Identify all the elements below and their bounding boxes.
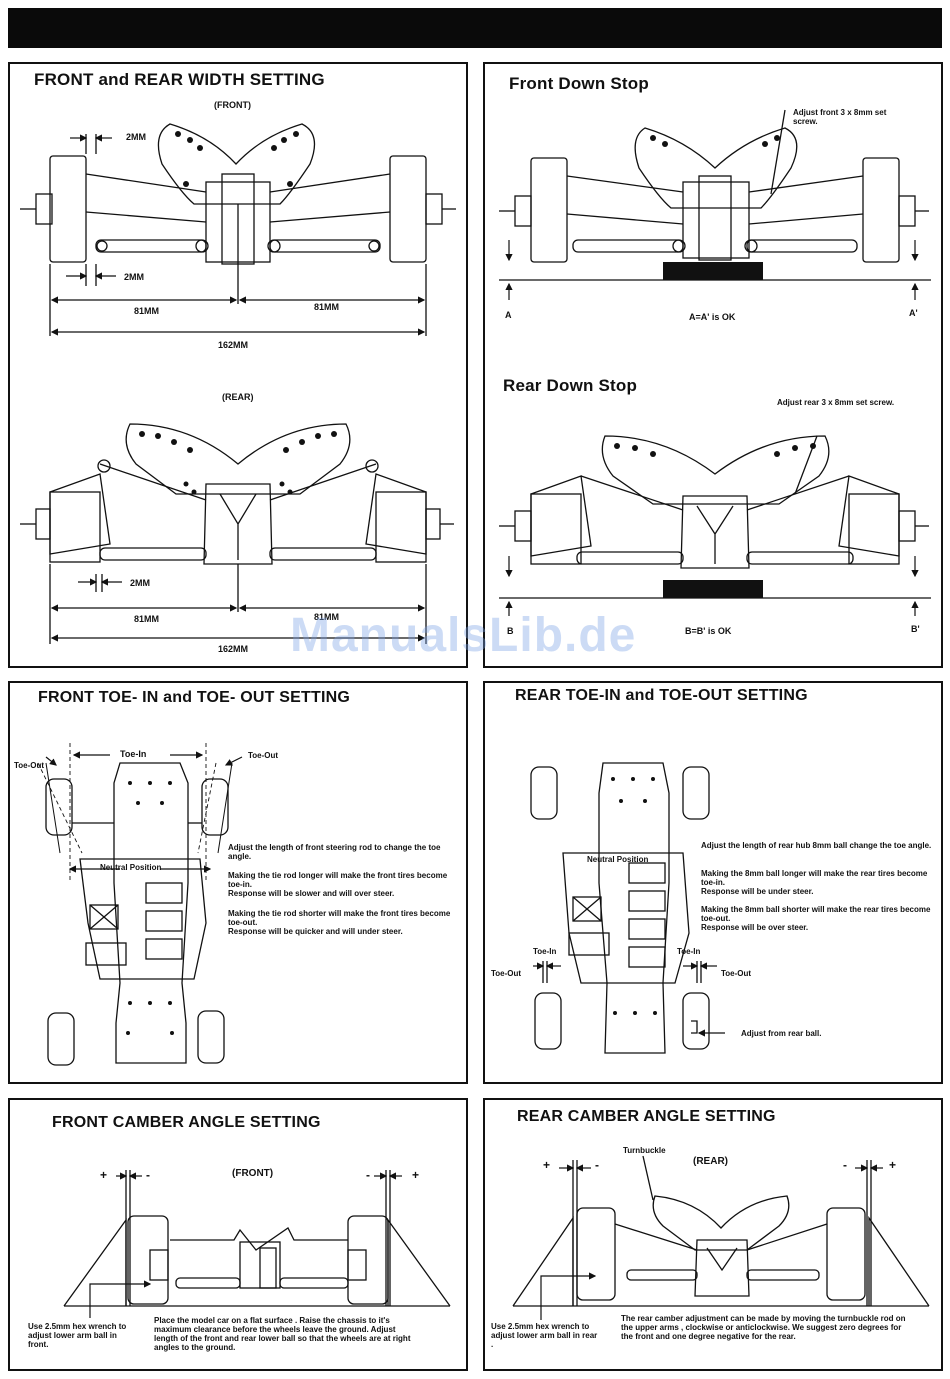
rear-dim-81-right: 81MM xyxy=(314,612,340,622)
rear-toe-out-right: Toe-Out xyxy=(721,969,752,978)
front-down-stop-title: Front Down Stop xyxy=(509,74,649,93)
rear-toe-in-left: Toe-In xyxy=(533,947,557,956)
minus-right: - xyxy=(366,1168,370,1182)
rear-toe-text-3: Response will be under steer. xyxy=(701,887,814,896)
rear-label: (REAR) xyxy=(222,392,254,402)
rear-camber-diagram xyxy=(512,1155,930,1320)
rear-toe-title: REAR TOE-IN and TOE-OUT SETTING xyxy=(515,687,808,704)
watermark: ManualsLib.de xyxy=(290,609,637,662)
dim-162: 162MM xyxy=(218,340,249,350)
toe-in: Toe-In xyxy=(120,749,147,759)
rear-down-stop-title: Rear Down Stop xyxy=(503,376,638,395)
front-label-camber: (FRONT) xyxy=(232,1168,274,1179)
header-bar xyxy=(8,8,942,48)
dim-81-right: 81MM xyxy=(314,302,340,312)
front-label: (FRONT) xyxy=(214,100,251,110)
dim-2mm-mid: 2MM xyxy=(124,272,144,282)
rear-label-camber: (REAR) xyxy=(693,1156,728,1167)
label-a-ok: A=A' is OK xyxy=(689,312,736,322)
rear-neutral-position: Neutral Position xyxy=(587,855,649,864)
front-camber-diagram xyxy=(63,1170,451,1318)
front-adjust-note: Adjust front 3 x 8mm set screw. xyxy=(793,108,887,126)
rear-toe-text-5: Response will be over steer. xyxy=(701,923,809,932)
label-a: A xyxy=(505,310,512,320)
panel-width-setting: FRONT and REAR WIDTH SETTING (FRONT) 2MM… xyxy=(8,62,468,668)
toe-out-right: Toe-Out xyxy=(248,751,279,760)
panel-down-stop: Front Down Stop Adjust front 3 x 8mm set… xyxy=(483,62,943,668)
label-a-prime: A' xyxy=(909,308,918,318)
rear-wrench-note: Use 2.5mm hex wrench to adjust lower arm… xyxy=(491,1322,598,1349)
front-camber-title: FRONT CAMBER ANGLE SETTING xyxy=(52,1114,321,1131)
panel-front-camber: FRONT CAMBER ANGLE SETTING (FRONT) + - -… xyxy=(8,1098,468,1371)
turnbuckle-label: Turnbuckle xyxy=(623,1146,666,1155)
front-camber-note: Place the model car on a flat surface . … xyxy=(154,1316,411,1352)
minus-left: - xyxy=(146,1168,150,1182)
toe-out-left: Toe-Out xyxy=(14,761,45,770)
plus-left: + xyxy=(100,1168,108,1182)
rear-dim-162: 162MM xyxy=(218,644,249,654)
rear-adjust-note: Adjust from rear ball. xyxy=(741,1029,822,1038)
label-b-prime: B' xyxy=(911,624,920,634)
front-toe-text-1: Adjust the length of front steering rod … xyxy=(228,843,441,861)
front-toe-text-3: Response will be slower and will over st… xyxy=(228,889,395,898)
dim-81-left: 81MM xyxy=(134,306,160,316)
label-b-ok: B=B' is OK xyxy=(685,626,732,636)
panel-rear-camber: REAR CAMBER ANGLE SETTING Turnbuckle (RE… xyxy=(483,1098,943,1371)
rear-camber-note: The rear camber adjustment can be made b… xyxy=(621,1314,906,1341)
dim-2mm-top: 2MM xyxy=(126,132,146,142)
label-b: B xyxy=(507,626,514,636)
front-toe-text-2: Making the tie rod longer will make the … xyxy=(228,871,448,889)
panel-front-toe: FRONT TOE- IN and TOE- OUT SETTING Toe-O… xyxy=(8,681,468,1084)
width-setting-title: FRONT and REAR WIDTH SETTING xyxy=(34,70,325,89)
front-toe-title: FRONT TOE- IN and TOE- OUT SETTING xyxy=(38,689,350,706)
front-toe-diagram xyxy=(37,743,243,1066)
rear-minus-left: - xyxy=(595,1158,599,1172)
neutral-position: Neutral Position xyxy=(100,863,162,872)
front-toe-text-5: Response will be quicker and will under … xyxy=(228,927,403,936)
panel-rear-toe: REAR TOE-IN and TOE-OUT SETTING Neutral … xyxy=(483,681,943,1084)
rear-plus-left: + xyxy=(543,1158,551,1172)
width-setting-diagram xyxy=(20,123,456,644)
plus-right: + xyxy=(412,1168,420,1182)
front-toe-text-4: Making the tie rod shorter will make the… xyxy=(228,909,451,927)
rear-dim-81-left: 81MM xyxy=(134,614,160,624)
rear-toe-text-1: Adjust the length of rear hub 8mm ball c… xyxy=(701,841,932,850)
rear-plus-right: + xyxy=(889,1158,897,1172)
rear-toe-text-4: Making the 8mm ball shorter will make th… xyxy=(701,905,931,923)
rear-camber-title: REAR CAMBER ANGLE SETTING xyxy=(517,1108,776,1125)
rear-minus-right: - xyxy=(843,1158,847,1172)
down-stop-diagram xyxy=(499,109,931,616)
rear-toe-out-left: Toe-Out xyxy=(491,969,522,978)
rear-toe-in-right: Toe-In xyxy=(677,947,701,956)
rear-adjust-note: Adjust rear 3 x 8mm set screw. xyxy=(777,398,895,407)
front-wrench-note: Use 2.5mm hex wrench to adjust lower arm… xyxy=(28,1322,127,1349)
rear-toe-text-2: Making the 8mm ball longer will make the… xyxy=(701,869,928,887)
rear-dim-2mm: 2MM xyxy=(130,578,150,588)
rear-toe-diagram xyxy=(530,762,725,1054)
